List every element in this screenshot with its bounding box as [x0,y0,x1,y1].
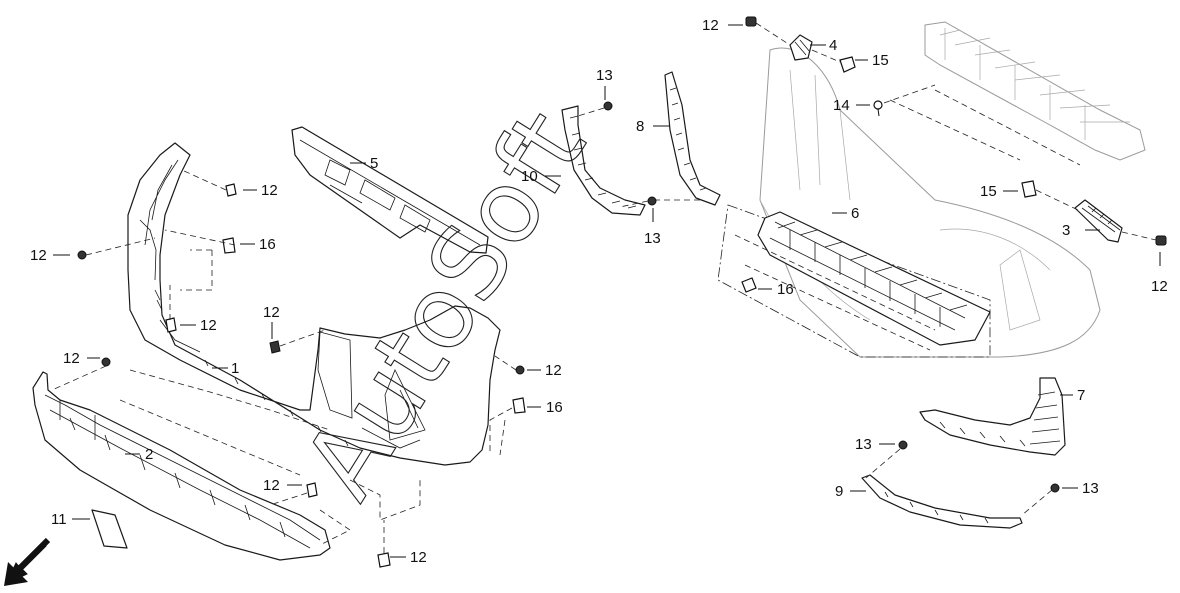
upper-absorber-part [889,21,1146,166]
screw-13-lower-left-icon [898,440,908,450]
cover-plate-part-11 [91,509,128,549]
callout-16-right: 16 [777,281,794,298]
screw-12-top-icon [745,16,757,27]
callout-16-left: 16 [259,236,276,253]
callout-10: 10 [521,168,538,185]
callout-5: 5 [370,155,378,172]
callout-12-top: 12 [702,17,719,34]
callout-12-right-bumper: 12 [545,362,562,379]
callout-labels: 1 2 3 4 5 6 7 8 9 10 11 12 12 12 12 12 1… [30,17,1168,566]
callout-16-bottom: 16 [546,399,563,416]
screw-13-lower-right-icon [1050,483,1060,493]
callout-3: 3 [1062,222,1070,239]
callout-12-left: 12 [30,247,47,264]
screw-12-left-icon [77,250,87,260]
callout-1: 1 [231,360,239,377]
clip-16-bottom-icon [512,397,526,414]
callout-12-bottom: 12 [410,549,427,566]
screw-12-valance-right-icon [306,482,318,498]
callout-9: 9 [835,483,843,500]
callout-4: 4 [829,37,837,54]
callout-12-center: 12 [263,304,280,321]
front-direction-arrow-icon [4,537,51,586]
callout-7: 7 [1077,387,1085,404]
screw-13-left-icon [647,196,657,206]
screw-12-mid-left-icon [165,317,177,333]
side-garnish-part-10 [561,105,646,216]
screw-12-upper-left-icon [225,183,237,197]
callout-12-mid-left: 12 [200,317,217,334]
screw-12-right-bumper-icon [515,365,525,375]
callout-15-right: 15 [980,183,997,200]
callout-8: 8 [636,118,644,135]
clip-16-left-icon [222,237,236,254]
callout-12-valance-right: 12 [263,477,280,494]
bolt-14-icon [873,100,883,117]
garnish-strip-part-9 [861,474,1023,529]
callout-13-top: 13 [596,67,613,84]
side-garnish-part-8 [664,71,721,206]
callout-12-upper-left: 12 [261,182,278,199]
callout-13-lower-left: 13 [855,436,872,453]
fog-bezel-part-7 [919,377,1066,456]
callout-15-top: 15 [872,52,889,69]
callout-6: 6 [851,205,859,222]
callout-12-right: 12 [1151,278,1168,295]
callout-13-lower-right: 13 [1082,480,1099,497]
screw-13-top-icon [603,101,613,111]
callout-12-valance-left: 12 [63,350,80,367]
lower-grille-part-6 [717,204,991,358]
callout-11: 11 [51,511,67,528]
callout-14: 14 [833,97,850,114]
clip-15-top-icon [839,56,856,73]
callout-leaders [53,24,1161,558]
screw-12-center-icon [269,340,281,354]
screw-12-bottom-icon [377,552,391,568]
bracket-part-3 [1074,199,1123,243]
callout-13-side: 13 [644,230,661,247]
screw-12-right-icon [1155,235,1167,246]
lower-valance-part-2 [32,371,331,561]
clip-15-right-icon [1021,180,1037,198]
bracket-part-4 [789,34,813,61]
screw-12-valance-left-icon [101,357,111,367]
clip-16-right-icon [741,277,757,293]
callout-2: 2 [145,446,153,463]
absorber-part-5 [291,126,489,254]
